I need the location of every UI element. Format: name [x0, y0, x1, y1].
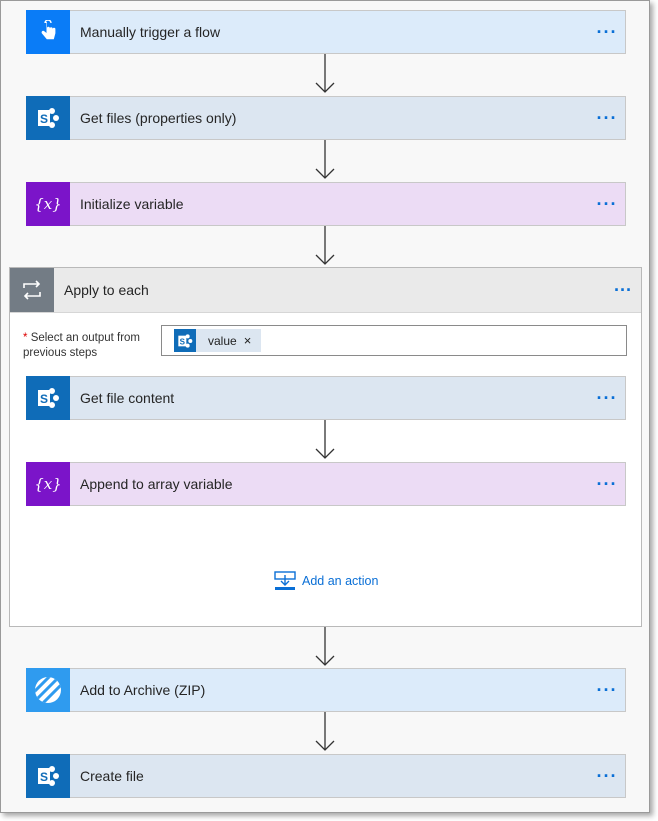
more-options-button[interactable]: ··· [596, 194, 618, 214]
step-create-file[interactable]: S Create file ··· [26, 753, 626, 798]
svg-text:{𝑥}: {𝑥} [34, 195, 62, 213]
connector-arrow [315, 712, 335, 751]
step-title: Manually trigger a flow [80, 24, 221, 40]
svg-text:S: S [40, 112, 48, 126]
connector-arrow [315, 627, 335, 666]
more-options-button[interactable]: ··· [596, 108, 618, 128]
add-action-icon [274, 571, 296, 590]
loop-icon [10, 268, 54, 312]
more-options-button[interactable]: ··· [596, 22, 618, 42]
step-append-to-array-variable[interactable]: {𝑥} Append to array variable ··· [26, 461, 626, 506]
connector-arrow [315, 420, 335, 459]
connector-arrow [315, 54, 335, 93]
step-title: Create file [80, 768, 144, 784]
connector-arrow [315, 140, 335, 179]
step-title: Get files (properties only) [80, 110, 237, 126]
more-options-button[interactable]: ··· [614, 280, 632, 300]
apply-to-each-header[interactable]: Apply to each ··· [10, 268, 641, 313]
step-title: Append to array variable [80, 476, 233, 492]
svg-text:{𝑥}: {𝑥} [34, 475, 62, 493]
touch-hand-icon [26, 9, 70, 54]
archive-zip-icon [26, 667, 70, 712]
add-an-action-button[interactable]: Add an action [274, 571, 378, 591]
step-title: Get file content [80, 390, 175, 406]
step-get-file-content[interactable]: S Get file content ··· [26, 375, 626, 420]
token-label: value [208, 333, 237, 348]
select-output-label: * Select an output from previous steps [23, 332, 140, 359]
step-manually-trigger[interactable]: Manually trigger a flow ··· [26, 9, 626, 54]
step-initialize-variable[interactable]: {𝑥} Initialize variable ··· [26, 181, 626, 226]
dynamic-content-token[interactable]: S value × [174, 329, 261, 352]
select-output-input[interactable]: S value × [161, 325, 627, 356]
more-options-button[interactable]: ··· [596, 474, 618, 494]
sharepoint-icon: S [174, 329, 196, 352]
token-remove-button[interactable]: × [243, 333, 252, 348]
svg-text:S: S [180, 337, 186, 346]
step-get-files[interactable]: S Get files (properties only) ··· [26, 95, 626, 140]
apply-to-each-title: Apply to each [64, 282, 149, 298]
add-action-label: Add an action [302, 574, 379, 588]
connector-arrow [315, 226, 335, 265]
more-options-button[interactable]: ··· [596, 766, 618, 786]
svg-text:S: S [40, 392, 48, 406]
more-options-button[interactable]: ··· [596, 680, 618, 700]
sharepoint-icon: S [26, 375, 70, 420]
apply-to-each-container[interactable]: Apply to each ··· * Select an output fro… [9, 267, 642, 627]
svg-text:S: S [40, 770, 48, 784]
required-marker: * [23, 332, 28, 344]
step-add-to-archive[interactable]: Add to Archive (ZIP) ··· [26, 667, 626, 712]
sharepoint-icon: S [26, 95, 70, 140]
variable-icon: {𝑥} [26, 461, 70, 506]
sharepoint-icon: S [26, 753, 70, 798]
step-title: Initialize variable [80, 196, 184, 212]
flow-canvas: Manually trigger a flow ··· S Get files … [0, 0, 650, 813]
step-title: Add to Archive (ZIP) [80, 682, 206, 698]
more-options-button[interactable]: ··· [596, 388, 618, 408]
variable-icon: {𝑥} [26, 181, 70, 226]
